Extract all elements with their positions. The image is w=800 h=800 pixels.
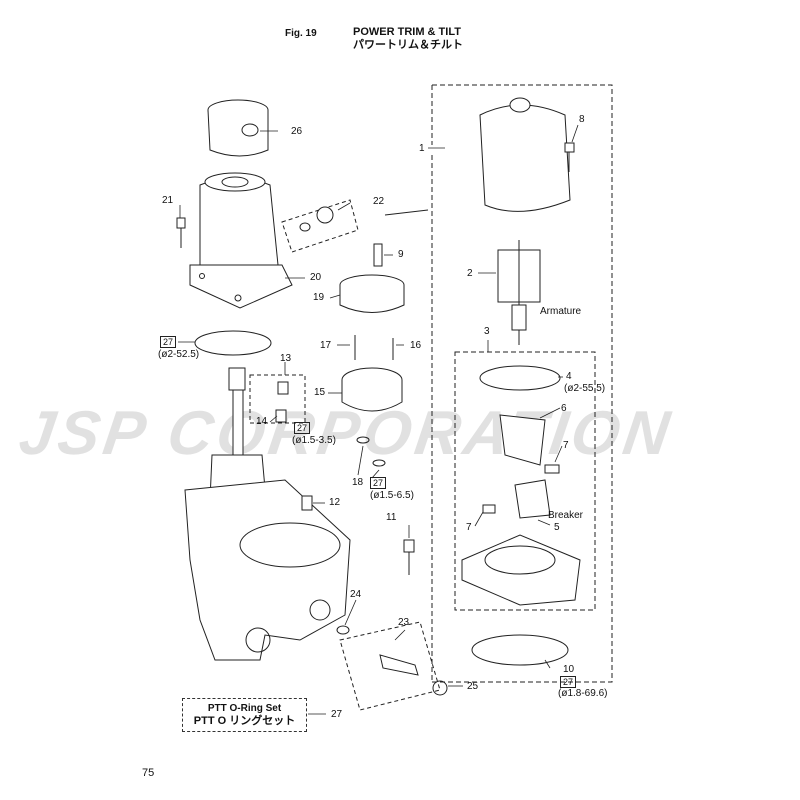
part-7-spring-a [544,464,560,474]
title-japanese: パワートリム＆チルト [353,39,463,51]
label-20: 20 [310,272,322,283]
label-dim-1-5-3-5: (ø1.5-3.5) [292,435,336,446]
label-22: 22 [373,196,385,207]
label-25: 25 [467,681,479,692]
part-21-bolt [176,217,186,248]
label-18: 18 [352,477,364,488]
part-12-body [184,367,351,661]
label-27-d: 27 [560,676,577,688]
label-26: 26 [291,126,303,137]
part-14-valve [275,409,287,423]
label-5: 5 [554,522,560,533]
figure-number: Fig. 19 [285,28,317,39]
plug-group-box [281,199,359,253]
part-13-spring [277,381,289,395]
ref-box-27: 27 [370,477,387,489]
label-23: 23 [398,617,410,628]
label-10: 10 [563,664,575,675]
part-8-screw [564,142,575,172]
label-24: 24 [350,589,362,600]
label-16: 16 [410,340,422,351]
part-1-motor [479,97,571,212]
label-3: 3 [484,326,490,337]
oring-set-name-en: PTT O-Ring Set [207,703,282,714]
label-7-a: 7 [563,440,569,451]
diagram-title: POWER TRIM & TILT パワートリム＆チルト [353,26,463,52]
label-14: 14 [256,416,268,427]
ref-box-27: 27 [560,676,577,688]
part-15-pump [341,367,403,412]
label-dim-1-5-6-5: (ø1.5-6.5) [370,490,414,501]
part-19-manifold [339,274,405,313]
part-22-plug [299,206,334,232]
motor-base [461,534,581,606]
part-23-valve [379,654,419,676]
label-dim-1-8-69-6: (ø1.8-69.6) [558,688,608,699]
part-11-bolt [403,539,415,575]
label-27-c: 27 [370,477,387,489]
part-25-clip [432,680,448,696]
label-4: 4 [566,371,572,382]
label-2: 2 [467,268,473,279]
part-24-oring [336,625,350,635]
label-9: 9 [398,249,404,260]
part-20-reservoir [189,172,293,309]
label-6: 6 [561,403,567,414]
part-18-oring-b [372,459,386,467]
title-english: POWER TRIM & TILT [353,26,461,38]
part-6-brush [499,414,546,466]
part-7-spring-b [482,504,496,514]
part-12-screw [301,495,313,511]
label-7-b: 7 [466,522,472,533]
part-10-oring [471,634,569,666]
ref-box-27: 27 [160,336,177,348]
label-dim-52-5: (ø2-52.5) [158,349,200,360]
part-26-cap [207,99,269,157]
valve-group-box [249,374,306,424]
part-18-oring-a [356,436,370,444]
label-11: 11 [386,512,397,523]
label-19: 19 [313,292,325,303]
label-21: 21 [162,195,174,206]
label-breaker: Breaker [548,510,584,521]
label-27-set: 27 [331,709,343,720]
label-27-b: 27 [294,422,311,434]
part-5-breaker [514,479,551,519]
brush-group-box [454,351,596,611]
oring-set-box: PTT O-Ring Set PTT O リングセット [182,698,307,732]
part-4-oring [479,365,561,391]
label-27-a: 27 [160,336,177,348]
part-2-armature [497,240,541,345]
oring-set-name-jp: PTT O リングセット [193,715,296,727]
oring-52-5 [194,330,272,356]
label-8: 8 [579,114,585,125]
label-17: 17 [320,340,332,351]
label-1: 1 [419,143,425,154]
valve-23-group-box [339,621,441,711]
label-13: 13 [280,353,292,364]
label-armature: Armature [540,306,582,317]
label-15: 15 [314,387,326,398]
page-number: 75 [142,767,155,779]
part-9-pin [373,243,383,267]
ref-box-27: 27 [294,422,311,434]
motor-group-box [432,84,613,683]
label-dim-2-55-5: (ø2-55.5) [564,383,606,394]
label-12: 12 [329,497,341,508]
